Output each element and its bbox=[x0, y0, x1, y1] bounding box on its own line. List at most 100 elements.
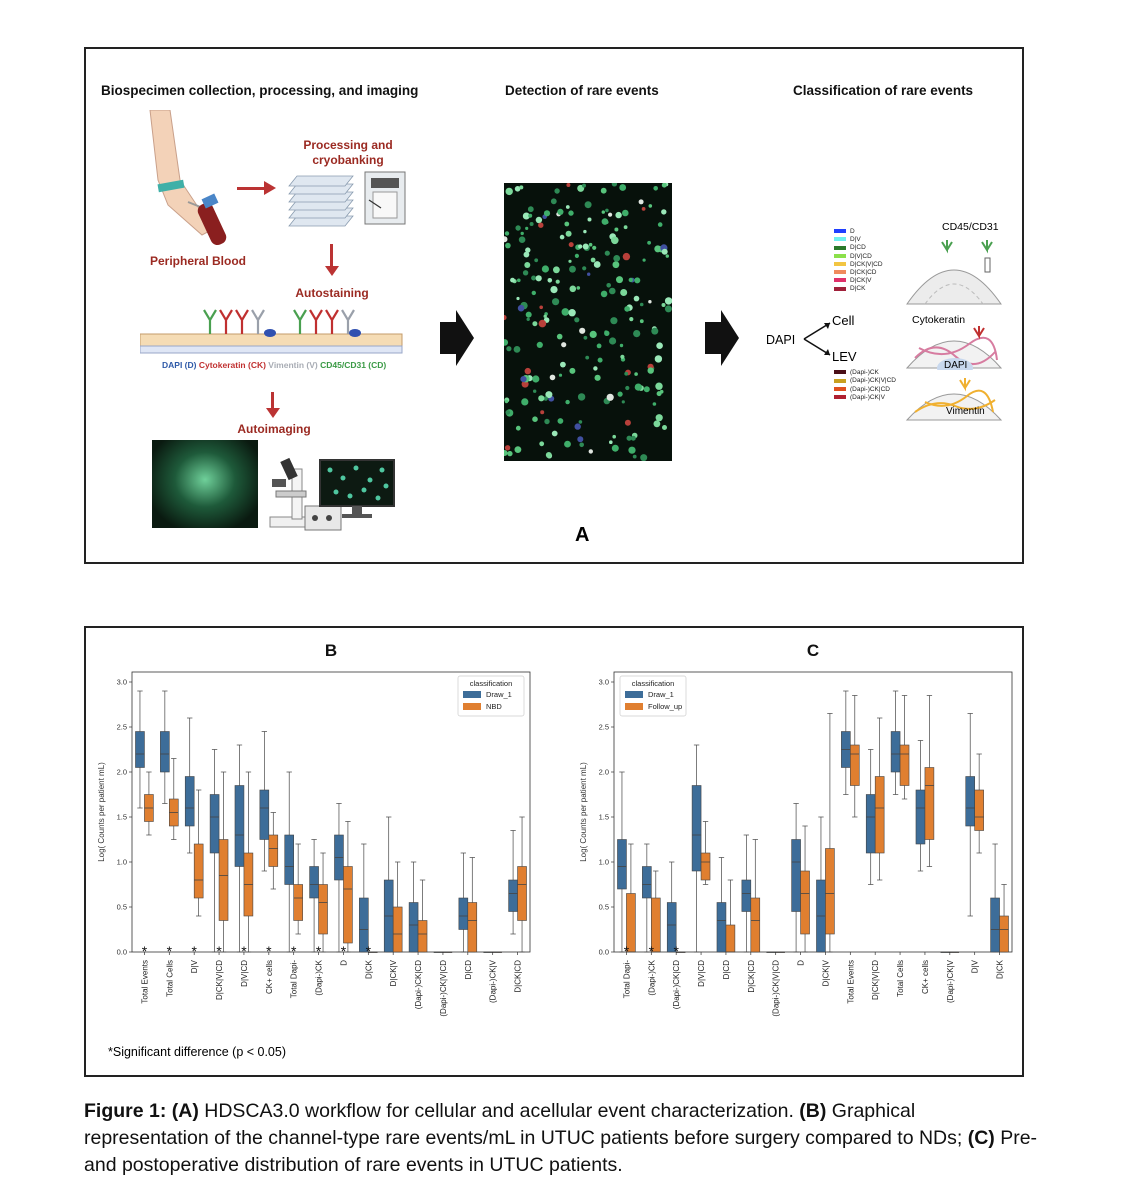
legend-entry: (Dapi-)CK|V|CD bbox=[834, 377, 896, 384]
cell-dot bbox=[612, 261, 620, 269]
legend-swatch bbox=[834, 387, 846, 392]
box-draw-1 bbox=[716, 902, 727, 953]
cell-dot bbox=[565, 230, 572, 237]
cell-dot bbox=[609, 440, 613, 445]
legend-swatch bbox=[834, 229, 846, 234]
box-draw-1 bbox=[890, 731, 901, 773]
cell-dot bbox=[578, 244, 583, 249]
cell-dot bbox=[628, 446, 636, 454]
x-tick-label: D|V|CD bbox=[240, 960, 249, 987]
cell-dot bbox=[504, 339, 509, 346]
legend-label: (Dapi-)CK|V|CD bbox=[850, 377, 896, 385]
cell-dot bbox=[656, 342, 663, 349]
x-tick-label: Total Cells bbox=[165, 960, 174, 997]
cell-dot bbox=[593, 261, 601, 268]
cell-dot bbox=[578, 420, 583, 424]
cell-dot bbox=[541, 265, 549, 273]
x-tick-label: Total Dapi- bbox=[290, 960, 299, 999]
cell-dot bbox=[633, 295, 640, 302]
cell-dot bbox=[552, 298, 560, 306]
stain-vimentin: Vimentin (V) bbox=[268, 360, 318, 370]
cell-dot bbox=[574, 253, 579, 258]
box-draw-1 bbox=[209, 794, 220, 854]
cell-dot bbox=[504, 231, 510, 236]
y-tick-label: 1.0 bbox=[117, 858, 127, 867]
box-draw-1 bbox=[234, 785, 245, 867]
x-tick-label: Total Dapi- bbox=[622, 960, 631, 999]
cell-dot bbox=[632, 454, 637, 459]
box-follow-up bbox=[850, 744, 860, 786]
cell-dot bbox=[619, 184, 627, 191]
legend-series-name: Follow_up bbox=[648, 702, 682, 711]
significance-star: * bbox=[191, 943, 197, 959]
cell-dot bbox=[584, 201, 592, 209]
cell-dot bbox=[517, 304, 525, 312]
cell-dot bbox=[620, 289, 628, 296]
cell-dot bbox=[626, 435, 632, 441]
scanner-photo bbox=[152, 440, 258, 528]
box-draw-1 bbox=[309, 866, 319, 899]
box-draw-1 bbox=[284, 834, 294, 885]
cell-dot bbox=[569, 265, 576, 273]
dapi-branch-arrows bbox=[803, 322, 831, 356]
box-nbd bbox=[517, 866, 527, 921]
cell-dot bbox=[559, 234, 565, 240]
box-draw-1 bbox=[160, 731, 170, 773]
cell-dot bbox=[545, 391, 553, 399]
cell-dot bbox=[515, 425, 521, 431]
cell-dot bbox=[504, 450, 508, 456]
cell-dot bbox=[576, 286, 581, 290]
cell-dot bbox=[587, 272, 591, 276]
cell-dot bbox=[568, 242, 574, 248]
cell-dot bbox=[526, 317, 530, 321]
significance-footnote: *Significant difference (p < 0.05) bbox=[108, 1045, 287, 1059]
stained-slide-illustration bbox=[140, 309, 403, 354]
caption-b-text: Graphical representation of the channel-… bbox=[84, 1100, 968, 1149]
box-draw-1 bbox=[259, 789, 270, 840]
legend-label: (Dapi-)CK|CD bbox=[850, 385, 890, 393]
cell-dot bbox=[583, 229, 587, 234]
arrow-right-1 bbox=[237, 187, 267, 190]
cell-dot bbox=[583, 335, 588, 340]
cell-dot bbox=[612, 434, 616, 439]
box-nbd bbox=[392, 906, 403, 953]
y-tick-label: 2.5 bbox=[599, 723, 609, 732]
cell-dot bbox=[557, 418, 564, 424]
legend-entry: D bbox=[834, 228, 855, 235]
box-draw-1 bbox=[691, 785, 702, 872]
cell-dot bbox=[616, 276, 623, 284]
significance-star: * bbox=[266, 943, 272, 959]
cell-dot bbox=[522, 270, 529, 276]
legend-label: D|CK bbox=[850, 285, 866, 293]
cell-dot bbox=[579, 442, 584, 448]
cell-dot bbox=[656, 391, 662, 397]
cell-dot bbox=[560, 361, 566, 368]
cell-dot bbox=[652, 402, 657, 406]
box-draw-1 bbox=[458, 897, 469, 930]
cell-dot bbox=[634, 383, 642, 391]
cell-dot bbox=[505, 410, 511, 415]
cell-dot bbox=[523, 251, 530, 258]
cell-dot bbox=[569, 285, 577, 293]
cell-dot bbox=[582, 183, 586, 188]
legend-label: D|CK|V bbox=[850, 277, 872, 285]
legend-swatch bbox=[834, 395, 846, 400]
y-tick-label: 2.5 bbox=[117, 723, 127, 732]
arrow-down-1 bbox=[330, 244, 333, 268]
chart-title: C bbox=[807, 641, 819, 660]
legend-title: classification bbox=[632, 679, 675, 688]
cell-dot bbox=[565, 399, 570, 405]
cd45-label: CD45/CD31 bbox=[942, 221, 999, 233]
cell-dot bbox=[534, 258, 539, 263]
cell-dot bbox=[609, 287, 616, 295]
cell-dot bbox=[611, 444, 619, 452]
cell-dot bbox=[625, 385, 630, 391]
y-tick-label: 0.5 bbox=[117, 903, 127, 912]
cell-dot bbox=[604, 330, 610, 336]
cell-dot bbox=[621, 400, 625, 404]
box-draw-1 bbox=[990, 897, 1000, 953]
box-follow-up bbox=[924, 767, 935, 840]
cell-dot bbox=[579, 327, 586, 334]
cell-dot bbox=[590, 257, 596, 263]
